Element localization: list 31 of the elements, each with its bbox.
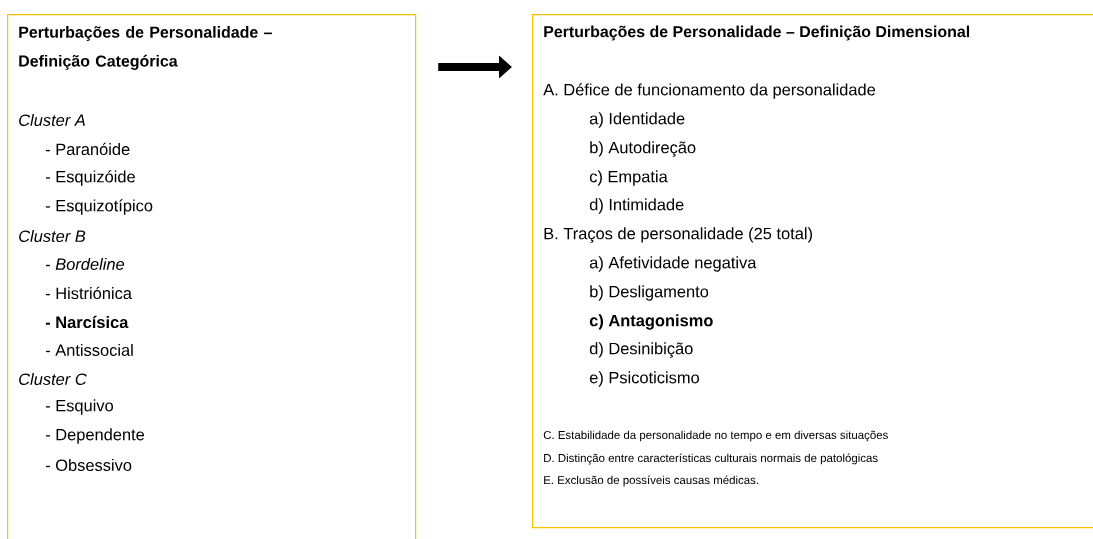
list-item: - Narcísica [45,315,129,329]
note-text: D. Distinção entre características culturais normais de patológicas [544,453,878,465]
list-item: - Paranóide [45,142,130,156]
list-heading: Cluster A [19,113,85,126]
list-item: - Esquivo [45,399,113,415]
list-heading: Cluster C [19,372,87,385]
panel-heading: Perturbações de Personalidade – Definição Dimensional [544,25,970,41]
note-text: C. Estabilidade da personalidade no tempo e em diversas situações [543,430,888,442]
list-item: b) Desligamento [590,285,709,301]
list-item: - Dependente [45,428,145,444]
text-panel [7,14,417,539]
list-item: B. Traços de personalidade (25 total) [544,227,812,243]
list-item: - Bordeline [45,257,125,271]
list-item: c) Empatia [589,170,668,186]
list-item: - Esquizóide [45,170,135,186]
list-item: a) Identidade [589,112,685,128]
list-heading: Cluster B [19,229,86,242]
list-item: d) Desinibição [589,342,693,358]
list-item: b) Autodireção [590,141,696,157]
list-item: a) Afetividade negativa [589,256,757,272]
list-item: A. Défice de funcionamento da personalidade [543,83,876,99]
text-panel [532,14,1093,529]
list-item: - Histriónica [45,286,132,300]
list-item: d) Intimidade [589,198,684,214]
list-item: - Antissocial [45,343,133,356]
note-text: E. Exclusão de possíveis causas médicas. [544,475,758,487]
panel-heading: Perturbações de Personalidade – Definição Categórica [19,26,272,70]
list-item: - Esquizotípico [45,199,153,215]
list-item: c) Antagonismo [589,314,713,330]
list-item: e) Psicoticismo [589,371,699,387]
list-item: - Obsessivo [45,458,132,471]
